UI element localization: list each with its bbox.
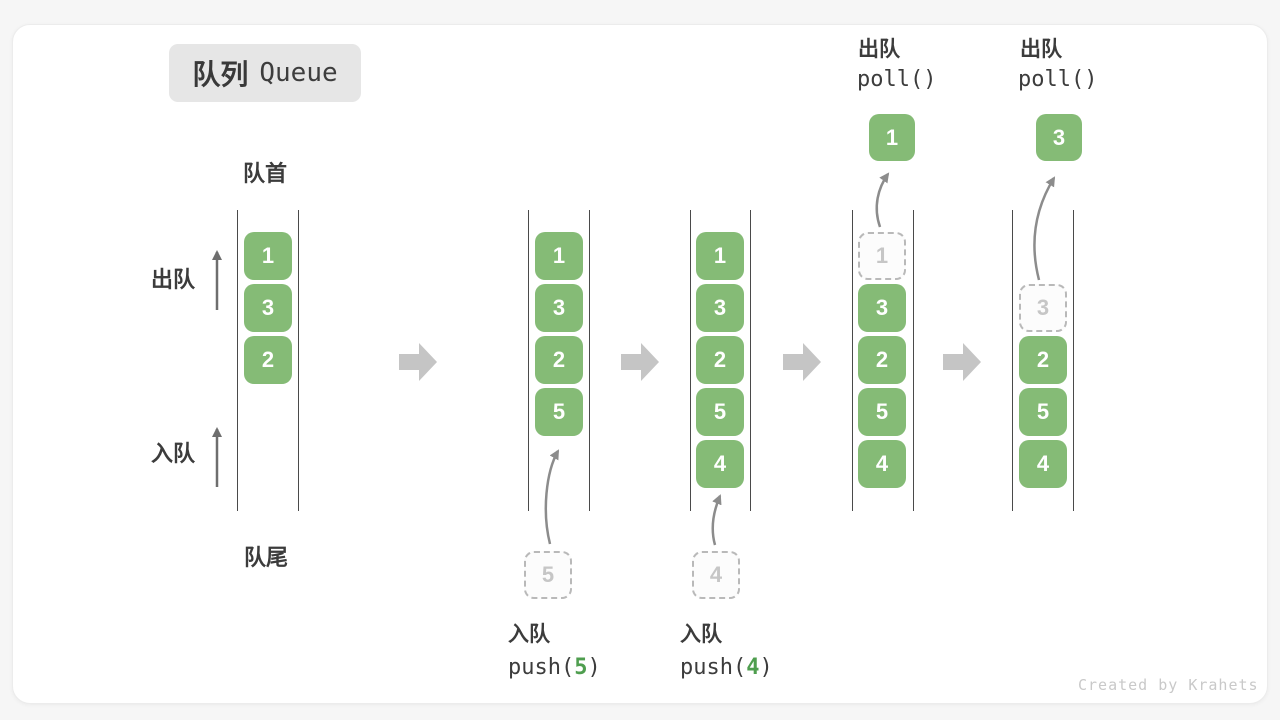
push5-action-label: 入队 <box>508 623 550 646</box>
label-dequeue-side: 出队 <box>151 267 196 292</box>
code-arg: 4 <box>746 655 760 680</box>
poll1-code-label: poll() <box>857 67 937 92</box>
label-queue-rear: 队尾 <box>244 545 289 570</box>
queue-wall <box>913 210 914 511</box>
queue-item: 4 <box>696 440 744 488</box>
staged-item: 5 <box>524 551 572 599</box>
queue-wall <box>528 210 529 511</box>
queue-wall <box>237 210 238 511</box>
watermark-credit: Created by Krahets <box>1078 676 1259 694</box>
removed-slot: 1 <box>858 232 906 280</box>
label-enqueue-side: 入队 <box>151 441 196 466</box>
queue-item: 5 <box>858 388 906 436</box>
queue-item: 5 <box>696 388 744 436</box>
queue-item: 2 <box>1019 336 1067 384</box>
push4-code-label: push(4) <box>680 655 773 680</box>
queue-item: 2 <box>858 336 906 384</box>
title-en: Queue <box>259 58 338 88</box>
queue-item: 1 <box>535 232 583 280</box>
title-zh: 队列 <box>192 59 249 90</box>
queue-item: 2 <box>696 336 744 384</box>
queue-wall <box>750 210 751 511</box>
queue-item: 4 <box>1019 440 1067 488</box>
poll1-action-label: 出队 <box>858 38 900 61</box>
title-badge: 队列 Queue <box>169 44 361 102</box>
push5-code-label: push(5) <box>508 655 601 680</box>
label-queue-front: 队首 <box>243 161 288 186</box>
code-arg: 5 <box>574 655 588 680</box>
dequeued-item: 3 <box>1036 114 1082 161</box>
poll3-code-label: poll() <box>1018 67 1098 92</box>
queue-item: 2 <box>535 336 583 384</box>
queue-wall <box>298 210 299 511</box>
removed-slot: 3 <box>1019 284 1067 332</box>
queue-wall <box>852 210 853 511</box>
poll3-action-label: 出队 <box>1020 38 1062 61</box>
queue-wall <box>1012 210 1013 511</box>
queue-wall <box>690 210 691 511</box>
queue-item: 3 <box>244 284 292 332</box>
push4-action-label: 入队 <box>680 623 722 646</box>
dequeued-item: 1 <box>869 114 915 161</box>
queue-item: 1 <box>696 232 744 280</box>
code-text: ) <box>759 655 773 680</box>
code-text: push( <box>508 655 575 680</box>
queue-wall <box>1073 210 1074 511</box>
queue-item: 3 <box>696 284 744 332</box>
queue-item: 1 <box>244 232 292 280</box>
code-text: ) <box>587 655 601 680</box>
queue-item: 2 <box>244 336 292 384</box>
queue-item: 5 <box>535 388 583 436</box>
staged-item: 4 <box>692 551 740 599</box>
code-text: push( <box>680 655 747 680</box>
queue-wall <box>589 210 590 511</box>
queue-item: 3 <box>535 284 583 332</box>
queue-item: 4 <box>858 440 906 488</box>
queue-item: 3 <box>858 284 906 332</box>
queue-item: 5 <box>1019 388 1067 436</box>
